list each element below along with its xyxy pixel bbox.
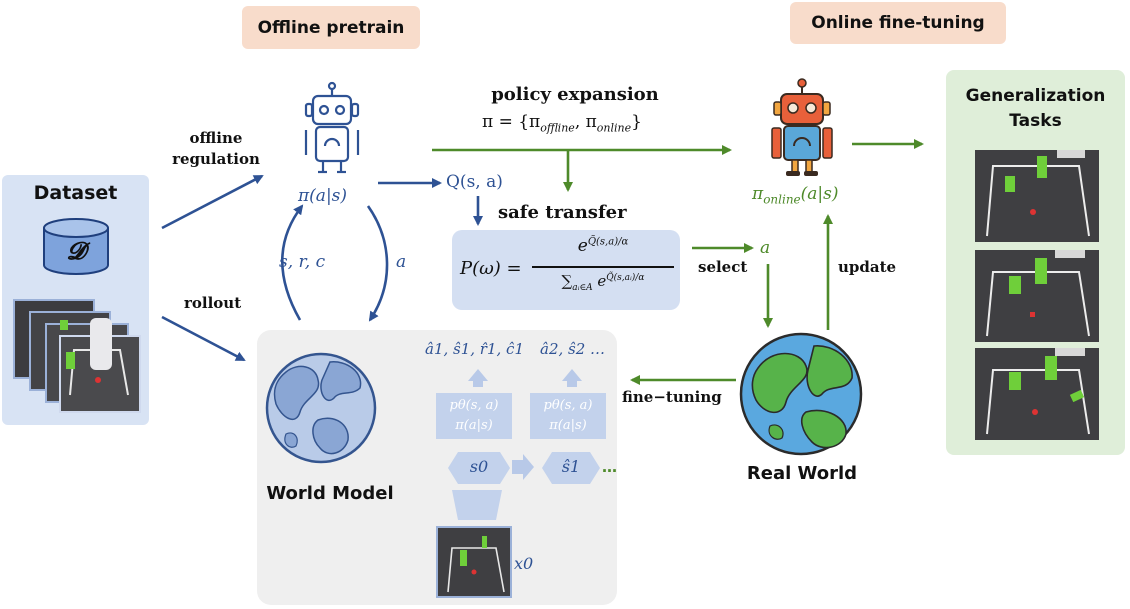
generalization-task-image-3 bbox=[975, 348, 1099, 440]
wm-step2-pi: π(a|s) bbox=[549, 418, 587, 433]
online-policy-label-head: π bbox=[752, 184, 764, 204]
dataset-image-stack bbox=[13, 299, 141, 413]
wm-step1-p: pθ(s, a) bbox=[449, 398, 499, 413]
formula-lhs: P(ω) = bbox=[460, 258, 522, 279]
safe-transfer-formula-box bbox=[452, 230, 680, 310]
real-world-title: Real World bbox=[746, 463, 858, 484]
formula-numerator-base: e bbox=[577, 236, 588, 256]
loop-srcs-label: s, r, c bbox=[279, 252, 326, 272]
wm-step1-box bbox=[436, 393, 512, 439]
offline-pretrain-tag: Offline pretrain bbox=[242, 6, 420, 49]
online-finetuning-tag: Online fine-tuning bbox=[790, 2, 1006, 44]
online-robot-icon bbox=[771, 78, 833, 176]
wm-step1-pi: π(a|s) bbox=[455, 418, 493, 433]
wm-s1-label: ŝ1 bbox=[561, 457, 581, 476]
wm-ellipsis: … bbox=[602, 458, 617, 476]
select-label: select bbox=[698, 258, 748, 276]
rollout-label: rollout bbox=[184, 294, 242, 312]
wm-output-1: â1, ŝ1, r̂1, ĉ1 bbox=[425, 340, 524, 358]
q-function-label: Q(s, a) bbox=[446, 172, 503, 192]
x0-label: x0 bbox=[514, 554, 534, 573]
wm-output-2: â2, ŝ2 … bbox=[540, 340, 606, 358]
s0-hexagon bbox=[448, 452, 510, 484]
formula-numerator: eQ̃(s,a)/α bbox=[577, 236, 629, 256]
selected-action-label: a bbox=[760, 238, 771, 258]
generalization-task-image-2 bbox=[975, 250, 1099, 342]
formula-denominator-sum: ∑ bbox=[561, 272, 573, 290]
loop-action-label: a bbox=[396, 252, 407, 272]
generalization-task-image-1 bbox=[975, 150, 1099, 242]
update-label: update bbox=[838, 258, 897, 276]
wm-s0-label: s0 bbox=[469, 457, 489, 476]
fine-tuning-label: fine−tuning bbox=[622, 388, 722, 406]
real-world-globe-icon bbox=[739, 332, 863, 456]
dataset-symbol: 𝓓 bbox=[66, 236, 86, 265]
generalization-title: Generalization Tasks bbox=[965, 86, 1106, 131]
policy-expansion-formula: π = {πoffline, πonline} bbox=[482, 112, 642, 135]
database-icon bbox=[43, 218, 109, 275]
formula-fraction-bar bbox=[532, 266, 674, 268]
wm-up-arrows bbox=[468, 369, 582, 480]
offline-policy-label: π(a|s) bbox=[298, 186, 348, 206]
policy-expansion-formula-head: π = {π bbox=[482, 112, 541, 132]
blue-arrows bbox=[161, 174, 483, 362]
offline-regulation-label: offline regulation bbox=[172, 129, 260, 168]
wm-step2-p: pθ(s, a) bbox=[543, 398, 593, 413]
safe-transfer-label: safe transfer bbox=[498, 202, 627, 223]
green-arrows bbox=[432, 139, 924, 385]
x0-image bbox=[436, 526, 512, 598]
s1-hexagon bbox=[542, 452, 600, 484]
offline-robot-icon bbox=[304, 81, 360, 174]
policy-expansion-title: policy expansion bbox=[491, 84, 659, 105]
dataset-title: Dataset bbox=[33, 182, 118, 204]
online-policy-label: πonline(a|s) bbox=[752, 184, 839, 207]
world-model-globe-icon bbox=[265, 352, 377, 464]
world-model-title: World Model bbox=[266, 483, 394, 504]
encoder-trapezoid bbox=[452, 490, 502, 520]
formula-denominator: ∑aᵢ∈A eQ̃(s,aᵢ)/α bbox=[561, 272, 645, 293]
wm-step2-box bbox=[530, 393, 606, 439]
